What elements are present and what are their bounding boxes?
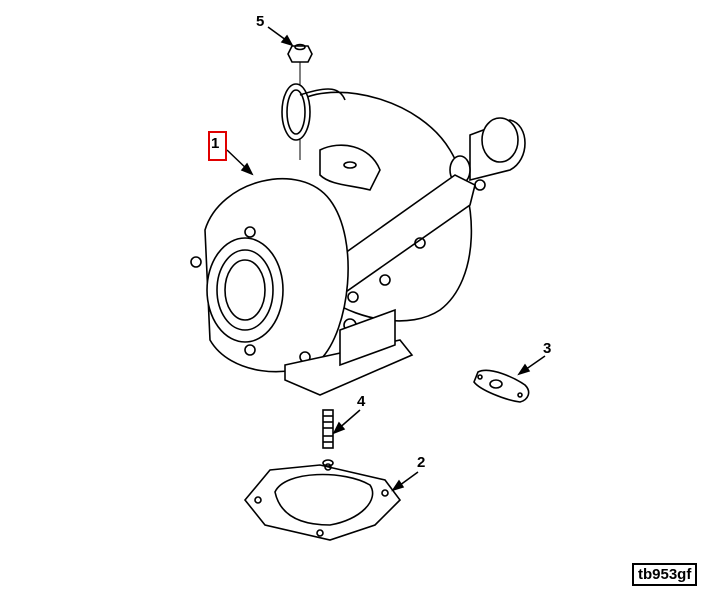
reference-code-label: tb953gf [632, 563, 698, 586]
callout-1: 1 [211, 135, 220, 152]
gasket-small [473, 369, 530, 403]
callout-2: 2 [417, 454, 426, 471]
callout-4: 4 [357, 393, 366, 410]
callout-highlight-box [208, 131, 227, 161]
callout-3: 3 [543, 340, 552, 357]
callout-leaders [226, 26, 546, 492]
wastegate-actuator [449, 117, 526, 191]
callout-5: 5 [256, 13, 265, 30]
compressor-cover [190, 177, 349, 373]
stud [322, 409, 334, 467]
gasket-large [243, 463, 402, 541]
turbine-flange [284, 308, 414, 396]
